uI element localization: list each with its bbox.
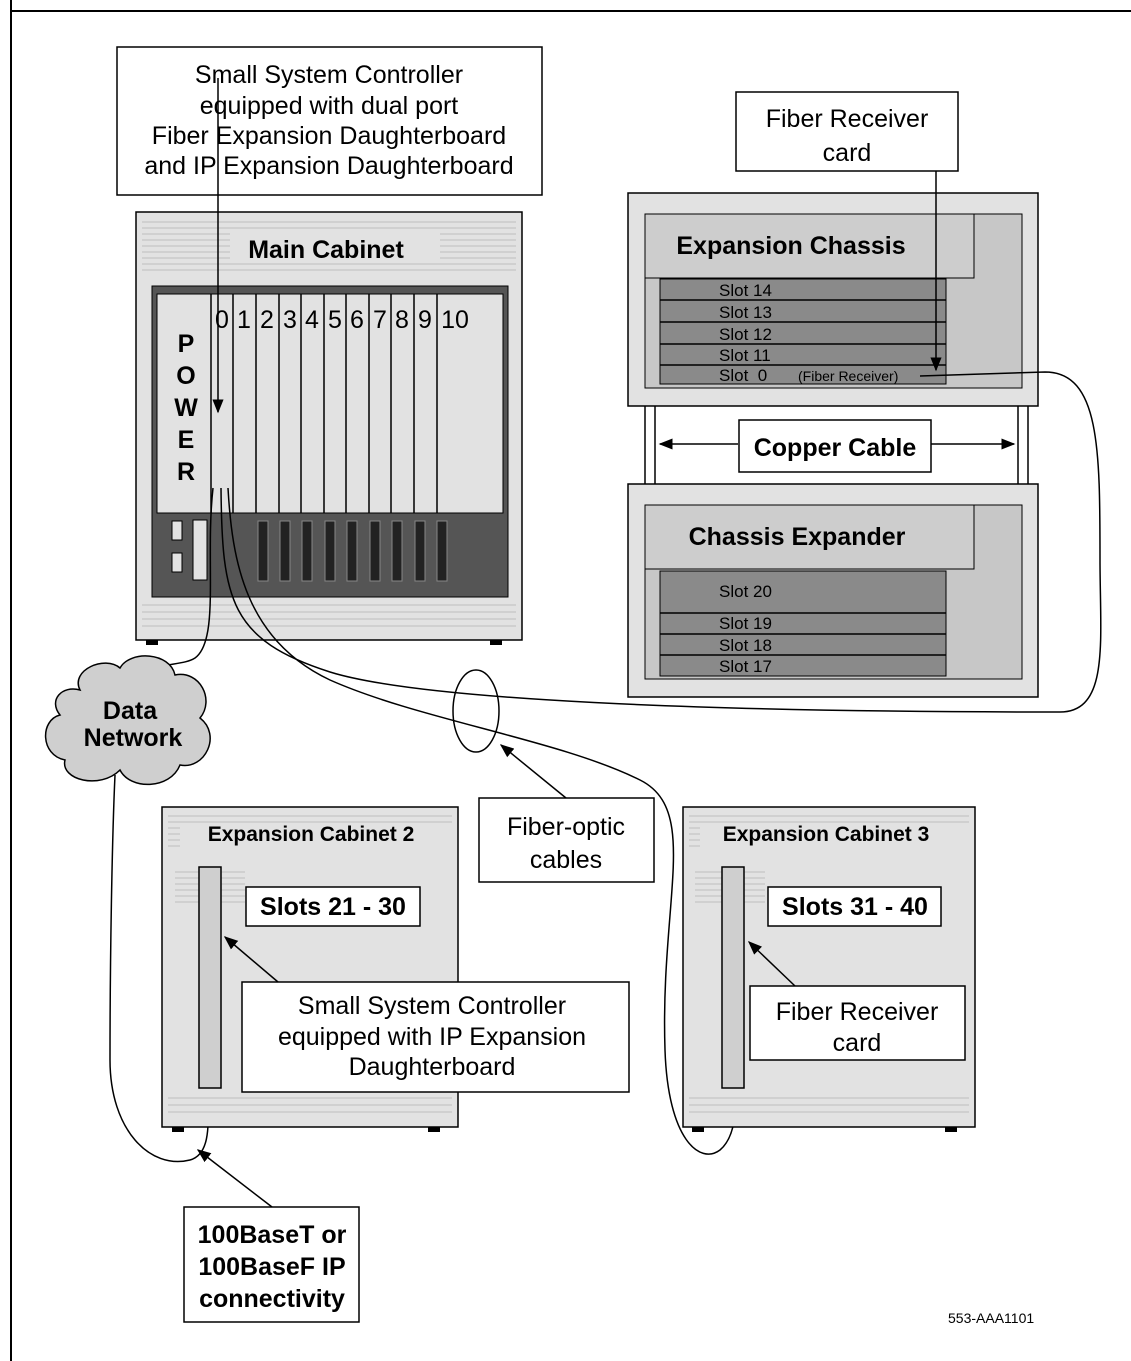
- slots-21-30-box: [245, 886, 421, 927]
- fiber-receiver-note: (Fiber Receiver): [798, 368, 898, 384]
- copper-cable-label-box: [738, 419, 932, 473]
- fiber-optic-callout: Fiber-optic cables: [478, 797, 655, 883]
- ip-connectivity-arrow: [196, 1149, 273, 1208]
- slot-number: 1: [237, 306, 251, 334]
- slot-number: 0: [215, 306, 229, 334]
- slots-31-40-label: Slots 31 - 40: [782, 893, 928, 921]
- power-letter: O: [176, 362, 195, 390]
- main-cabinet: Main Cabinet 0 1 2 3 4 5 6 7 8 9 10 P O …: [135, 211, 523, 645]
- expansion-cabinet-3-title: Expansion Cabinet 3: [723, 823, 930, 846]
- callout-line: card: [823, 139, 872, 167]
- fiber-bundle-ring: [452, 669, 500, 753]
- fiber-receiver-cab3-callout: Fiber Receiver card: [749, 985, 966, 1061]
- callout-line: and IP Expansion Daughterboard: [144, 152, 513, 180]
- callout-line: 100BaseT or: [198, 1221, 347, 1249]
- callout-line: Fiber-optic: [507, 813, 625, 841]
- main-cabinet-connectors: [171, 519, 448, 582]
- fiber-receiver-top-callout: Fiber Receiver card: [735, 91, 959, 172]
- chassis-slot-label: Slot 14: [719, 281, 772, 300]
- chassis-slot-label: Slot 11: [719, 346, 771, 365]
- callout-line: Fiber Expansion Daughterboard: [152, 122, 506, 150]
- chassis-slot-0-label: Slot 0: [719, 366, 767, 385]
- power-letter: W: [174, 394, 198, 422]
- slot-number: 6: [350, 306, 364, 334]
- expander-slot-label: Slot 18: [719, 636, 772, 655]
- slot-number: 10: [441, 306, 469, 334]
- chassis-expander-title: Chassis Expander: [689, 523, 906, 551]
- fiber-cable-cab3: [227, 487, 737, 1155]
- callout-line: Fiber Receiver: [766, 105, 929, 133]
- callout-line: Small System Controller: [195, 61, 463, 89]
- ip-connectivity-callout: 100BaseT or 100BaseF IP connectivity: [183, 1206, 360, 1323]
- ip-cable-cab2: [109, 774, 210, 1163]
- slots-31-40-box: [767, 886, 942, 927]
- main-cabinet-card-dividers: [210, 294, 438, 513]
- fiber-optic-arrow: [499, 744, 567, 799]
- callout-line: equipped with dual port: [200, 92, 459, 120]
- chassis-slot-label: Slot 13: [719, 303, 772, 322]
- slots-21-30-label: Slots 21 - 30: [260, 893, 406, 921]
- copper-cable-label: Copper Cable: [754, 434, 917, 462]
- expansion-cabinet-3: Expansion Cabinet 3 Slots 31 - 40: [682, 806, 976, 1132]
- chassis-slot-label: Slot 12: [719, 325, 772, 344]
- callout-line: equipped with IP Expansion: [278, 1023, 586, 1051]
- power-letter: E: [178, 426, 195, 454]
- ssc-cab2-callout: Small System Controller equipped with IP…: [241, 981, 630, 1093]
- expansion-cabinet-2-title: Expansion Cabinet 2: [208, 823, 415, 846]
- slot-number: 7: [373, 306, 387, 334]
- expander-slot-top-label: Slot 20: [719, 582, 772, 601]
- callout-line: Fiber Receiver: [776, 998, 939, 1026]
- ssc-cab2-arrow: [223, 936, 279, 983]
- ssc-main-callout: Small System Controller equipped with du…: [116, 46, 543, 196]
- power-letter: P: [178, 330, 195, 358]
- fiber-cable-chassis: [220, 371, 1102, 713]
- slot-number: 5: [328, 306, 342, 334]
- callout-line: connectivity: [199, 1285, 345, 1313]
- callout-line: Daughterboard: [349, 1053, 516, 1081]
- callout-line: Small System Controller: [298, 992, 566, 1020]
- expander-slot-label: Slot 17: [719, 657, 772, 676]
- cabinet-vent-lines-bottom: [142, 604, 516, 627]
- data-network-label: Data: [103, 697, 158, 725]
- main-cabinet-title: Main Cabinet: [248, 236, 404, 264]
- expansion-chassis-title: Expansion Chassis: [676, 232, 905, 260]
- expander-slot-label: Slot 19: [719, 614, 772, 633]
- cab3-receiver-card: [721, 866, 745, 1089]
- copper-cable-link: Copper Cable: [644, 406, 1029, 484]
- callout-line: 100BaseF IP: [198, 1253, 345, 1281]
- fiber-receiver-cab3-arrow: [747, 941, 796, 987]
- power-letter: R: [177, 458, 195, 486]
- slot-number: 2: [260, 306, 274, 334]
- figure-id: 553-AAA1101: [948, 1310, 1034, 1326]
- cabinet-vent-lines-top: [142, 221, 516, 271]
- data-network-label: Network: [84, 724, 183, 752]
- expansion-chassis: Expansion Chassis Slot 14 Slot 13 Slot 1…: [627, 192, 1039, 407]
- slot-number: 4: [305, 306, 319, 334]
- slot-number: 3: [283, 306, 297, 334]
- cab2-controller-card: [198, 866, 222, 1089]
- callout-line: cables: [530, 846, 602, 874]
- slot-number: 8: [395, 306, 409, 334]
- slot-number: 9: [418, 306, 432, 334]
- callout-line: card: [833, 1029, 882, 1057]
- chassis-expander: Chassis Expander Slot 20 Slot 19 Slot 18…: [627, 483, 1039, 698]
- data-network-cloud: Data Network: [44, 655, 211, 786]
